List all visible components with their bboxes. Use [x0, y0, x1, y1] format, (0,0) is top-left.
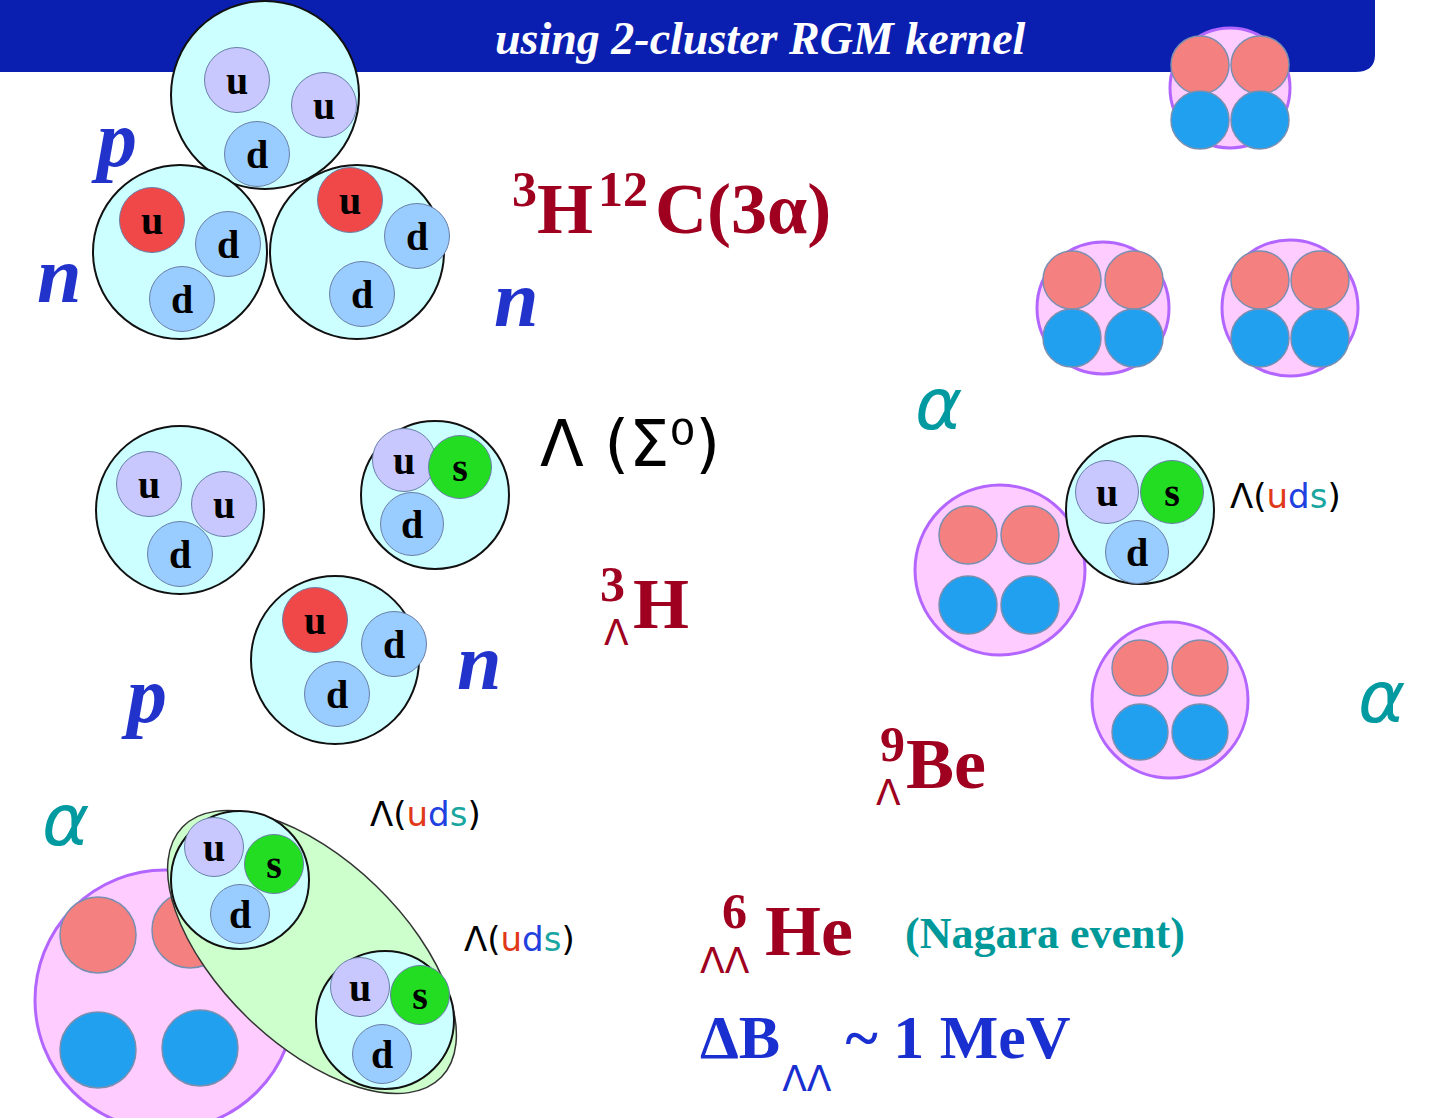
- quark-circle: u: [1075, 460, 1139, 524]
- nucleus-label: C(3α): [655, 168, 831, 251]
- quark-letter: d: [305, 662, 369, 726]
- baryon-circle: Λ(uds)usd: [170, 810, 310, 950]
- quark-circle: s: [244, 834, 304, 894]
- baryon-label: Λ(uds): [1230, 476, 1341, 516]
- quark-circle: d: [361, 611, 427, 677]
- nucleus-label: 9: [880, 715, 905, 773]
- quark-letter: s: [245, 835, 303, 893]
- quark-letter: d: [381, 493, 443, 555]
- quark-circle: d: [329, 261, 395, 327]
- quark-circle: d: [210, 884, 270, 944]
- quark-letter: d: [150, 267, 214, 331]
- quark-letter: u: [318, 168, 382, 232]
- quark-letter: d: [353, 1025, 411, 1083]
- quark-letter: u: [331, 958, 389, 1016]
- quark-circle: d: [224, 121, 290, 187]
- baryon-circle: Λ (Σ⁰)usd: [360, 420, 510, 570]
- quark-circle: u: [184, 817, 244, 877]
- carbon-alpha-clusters: [1037, 28, 1358, 376]
- baryon-label: Λ (Σ⁰): [540, 407, 720, 481]
- quark-letter: u: [283, 588, 347, 652]
- nucleus-label: 3: [512, 160, 537, 218]
- quark-circle: u: [372, 428, 436, 492]
- nucleus-label: ΛΛ: [782, 1058, 831, 1099]
- quark-letter: u: [120, 188, 184, 252]
- baryon-circle: Λ(uds)usd: [315, 950, 455, 1090]
- quark-letter: d: [362, 612, 426, 676]
- quark-letter: u: [117, 452, 181, 516]
- nucleus-label: 6: [722, 882, 747, 940]
- alpha-label: α: [1358, 655, 1405, 739]
- quark-circle: u: [291, 72, 357, 138]
- quark-circle: d: [352, 1024, 412, 1084]
- baryon-circle: puud: [95, 425, 265, 595]
- quark-circle: u: [282, 587, 348, 653]
- baryon-label: p: [97, 94, 137, 185]
- alpha-cluster: α: [915, 485, 1085, 655]
- quark-circle: u: [119, 187, 185, 253]
- baryon-circle: Λ(uds)usd: [1065, 435, 1215, 585]
- quark-circle: d: [380, 492, 444, 556]
- quark-letter: s: [391, 966, 449, 1024]
- quark-circle: d: [195, 211, 261, 277]
- nucleus-label: ΔB: [700, 1002, 780, 1073]
- nucleus-label: Be: [906, 723, 986, 806]
- quark-circle: d: [1105, 520, 1169, 584]
- quark-circle: u: [191, 471, 257, 537]
- lambda-pair-ellipse: [119, 761, 506, 1118]
- alpha-label: α: [42, 778, 89, 862]
- quark-circle: s: [390, 965, 450, 1025]
- baryon-label: n: [37, 230, 82, 321]
- alpha-cluster: α: [1092, 622, 1248, 778]
- quark-letter: d: [196, 212, 260, 276]
- nucleus-label: Λ: [604, 612, 629, 653]
- quark-circle: d: [147, 521, 213, 587]
- quark-letter: d: [148, 522, 212, 586]
- quark-letter: d: [1106, 521, 1168, 583]
- nucleus-label: (Nagara event): [905, 908, 1185, 959]
- baryon-label: p: [127, 650, 167, 741]
- quark-circle: d: [384, 203, 450, 269]
- nucleus-label: Λ: [876, 772, 901, 813]
- nucleus-label: H: [537, 168, 593, 251]
- nucleus-label: H: [633, 563, 689, 646]
- baryon-label: Λ(uds): [464, 919, 575, 959]
- quark-letter: d: [225, 122, 289, 186]
- baryon-label: n: [457, 617, 502, 708]
- quark-letter: d: [330, 262, 394, 326]
- quark-circle: d: [149, 266, 215, 332]
- slide-title: using 2-cluster RGM kernel: [495, 12, 1025, 65]
- nucleus-label: ~ 1 MeV: [846, 1002, 1071, 1073]
- baryon-circle: nudd: [269, 164, 445, 340]
- quark-letter: u: [292, 73, 356, 137]
- quark-circle: u: [204, 47, 270, 113]
- nucleus-label: 12: [598, 160, 648, 218]
- quark-letter: u: [205, 48, 269, 112]
- quark-letter: u: [185, 818, 243, 876]
- baryon-circle: puud: [170, 0, 360, 190]
- nucleus-label: He: [765, 890, 853, 973]
- quark-circle: u: [330, 957, 390, 1017]
- quark-letter: u: [373, 429, 435, 491]
- quark-letter: u: [192, 472, 256, 536]
- quark-letter: s: [429, 436, 491, 498]
- baryon-label: Λ(uds): [370, 794, 481, 834]
- nucleus-label: ΛΛ: [700, 940, 749, 981]
- quark-circle: s: [1140, 460, 1204, 524]
- baryon-label: n: [494, 254, 539, 345]
- quark-circle: s: [428, 435, 492, 499]
- quark-letter: d: [211, 885, 269, 943]
- quark-circle: d: [304, 661, 370, 727]
- quark-letter: d: [385, 204, 449, 268]
- quark-circle: u: [116, 451, 182, 517]
- quark-letter: s: [1141, 461, 1203, 523]
- nucleon-dots: [1043, 36, 1349, 367]
- baryon-circle: nudd: [250, 575, 420, 745]
- nucleus-label: 3: [600, 555, 625, 613]
- alpha-label: α: [915, 362, 962, 446]
- quark-circle: u: [317, 167, 383, 233]
- quark-letter: u: [1076, 461, 1138, 523]
- baryon-circle: nudd: [92, 164, 268, 340]
